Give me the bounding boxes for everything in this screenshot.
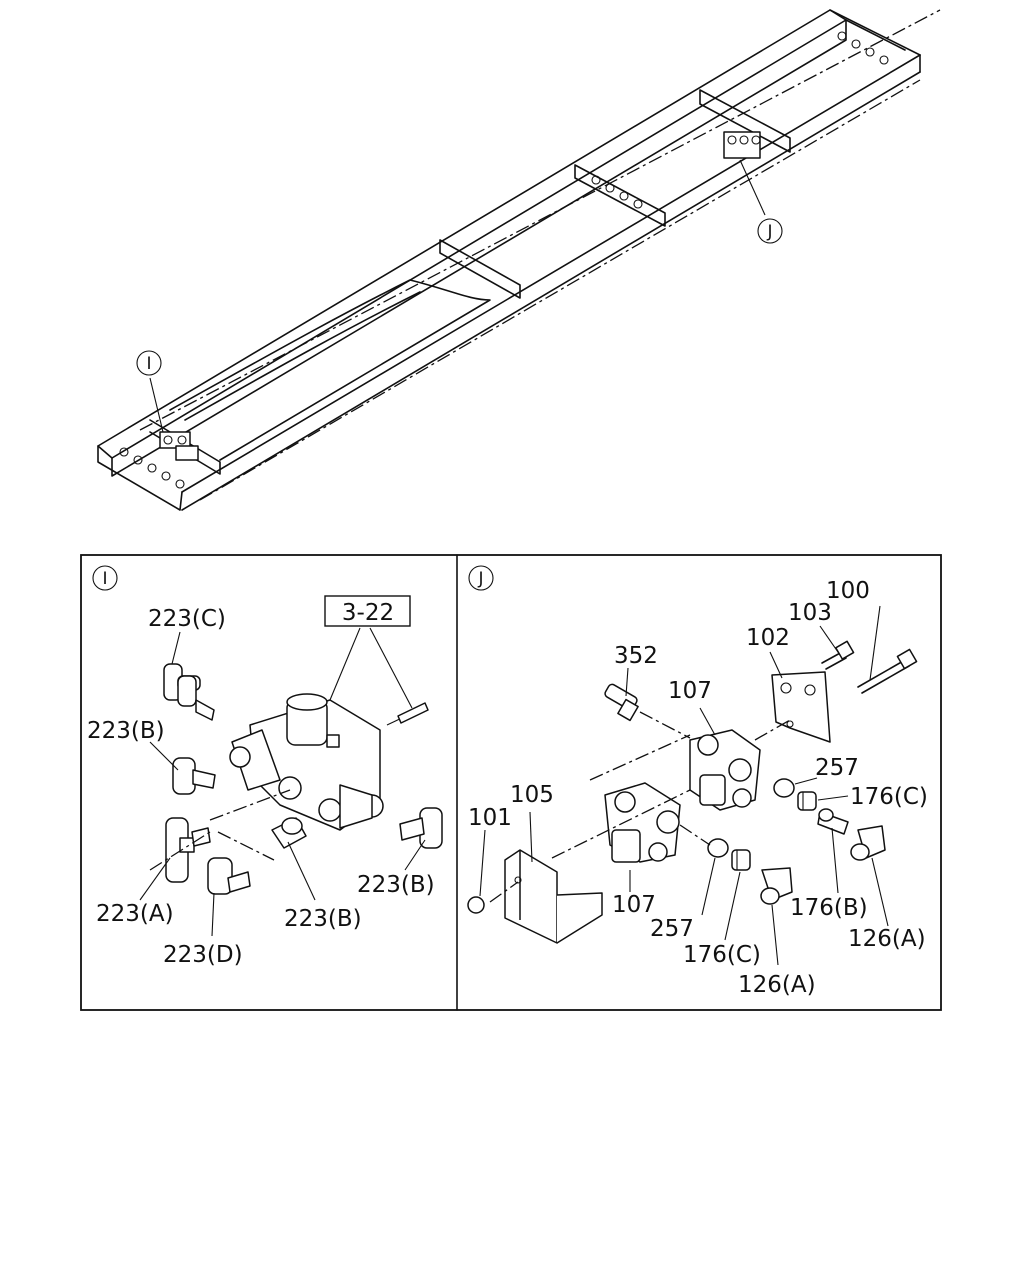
callout-102: 102 — [746, 625, 790, 651]
stud-352 — [604, 683, 639, 722]
valve-107-upper — [689, 729, 761, 811]
valve-107-lower — [604, 782, 681, 863]
panel-i: I 3-22 — [87, 565, 443, 968]
callout-223d: 223(D) — [163, 942, 243, 968]
bolt-100 — [857, 648, 918, 694]
fitting-223d — [207, 857, 251, 895]
ref-box-3-22: 3-22 — [324, 595, 413, 709]
connector-176c-lower — [731, 849, 751, 871]
svg-text:I: I — [146, 354, 151, 374]
callout-223b-center: 223(B) — [284, 906, 362, 932]
callout-176c-lower: 176(C) — [683, 942, 761, 968]
fitting-223c — [163, 663, 215, 721]
fitting-223a — [165, 817, 211, 883]
connector-176b — [817, 808, 849, 835]
callout-257-lower: 257 — [650, 916, 694, 942]
callout-100: 100 — [826, 578, 870, 604]
frame-holes — [119, 31, 889, 489]
callout-105: 105 — [510, 782, 554, 808]
valve-location-j — [723, 131, 766, 216]
callout-107-lower: 107 — [612, 892, 656, 918]
fitting-223b-right — [399, 807, 443, 849]
panel-j: J — [467, 565, 928, 998]
fitting-223b-center — [271, 817, 307, 849]
elbow-126a-lower — [760, 867, 793, 905]
washer-257-lower — [707, 838, 729, 858]
callout-223a: 223(A) — [96, 901, 174, 927]
callout-223b-right: 223(B) — [357, 872, 435, 898]
callout-103: 103 — [788, 600, 832, 626]
svg-text:J: J — [477, 569, 483, 589]
fitting-223b-left — [172, 757, 216, 795]
bracket-105 — [504, 849, 603, 944]
marker-j: J — [757, 218, 783, 244]
callout-101: 101 — [468, 805, 512, 831]
elbow-126a-right — [850, 825, 886, 861]
callout-352: 352 — [614, 643, 658, 669]
relay-valve — [229, 693, 429, 831]
bolt-103 — [821, 640, 855, 670]
panel-j-marker: J — [468, 565, 494, 591]
washer-257-upper — [773, 778, 795, 798]
bracket-102 — [771, 671, 831, 743]
callout-126a-lower: 126(A) — [738, 972, 816, 998]
callout-107-upper: 107 — [668, 678, 712, 704]
detail-panel-frame — [80, 554, 942, 1011]
callout-126a-right: 126(A) — [848, 926, 926, 952]
svg-text:J: J — [766, 222, 772, 242]
connector-176c-upper — [797, 791, 817, 811]
callout-223c: 223(C) — [148, 606, 226, 632]
callout-223b-left: 223(B) — [87, 718, 165, 744]
callout-176c-upper: 176(C) — [850, 784, 928, 810]
nut-101 — [467, 896, 485, 914]
marker-i: I — [136, 350, 162, 376]
panel-i-marker: I — [92, 565, 118, 591]
svg-text:I: I — [102, 569, 107, 589]
svg-text:3-22: 3-22 — [342, 600, 394, 626]
valve-location-i — [159, 431, 199, 461]
callout-176b: 176(B) — [790, 895, 868, 921]
callout-257-upper: 257 — [815, 755, 859, 781]
chassis-frame — [97, 9, 941, 511]
